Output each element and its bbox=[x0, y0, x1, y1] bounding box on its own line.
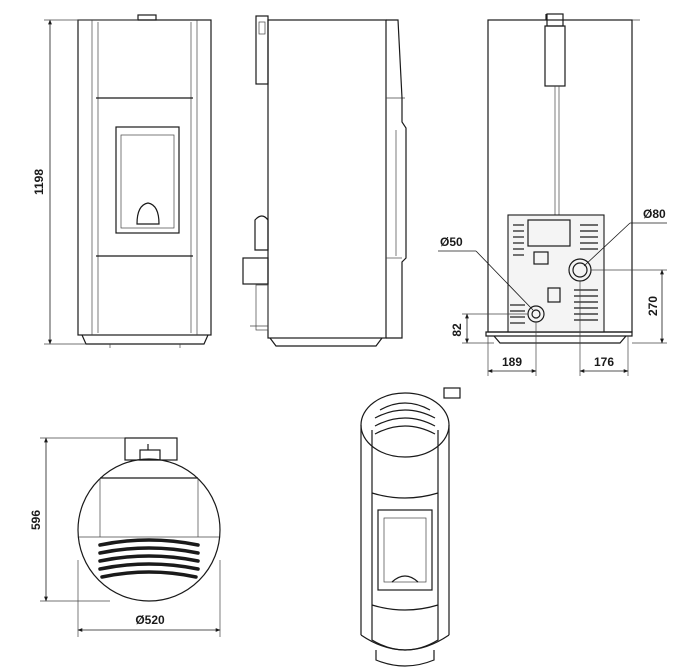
isometric-view bbox=[360, 387, 461, 667]
inlet-offset-label: 189 bbox=[502, 355, 522, 369]
exhaust-diameter-label: Ø80 bbox=[643, 207, 666, 221]
front-view bbox=[77, 14, 212, 348]
inlet-diameter-label: Ø50 bbox=[440, 235, 463, 249]
exhaust-height-label: 270 bbox=[646, 296, 660, 316]
inlet-height-label: 82 bbox=[450, 323, 464, 337]
back-grilles bbox=[510, 224, 598, 324]
top-grille bbox=[98, 538, 200, 579]
height-label: 1198 bbox=[32, 169, 46, 195]
exhaust-offset-label: 176 bbox=[594, 355, 614, 369]
back-view bbox=[485, 13, 640, 344]
side-view bbox=[242, 15, 407, 347]
diameter-label: Ø520 bbox=[135, 613, 165, 627]
dimension-lines bbox=[40, 19, 667, 637]
top-view bbox=[77, 437, 221, 602]
depth-label: 596 bbox=[29, 510, 43, 530]
